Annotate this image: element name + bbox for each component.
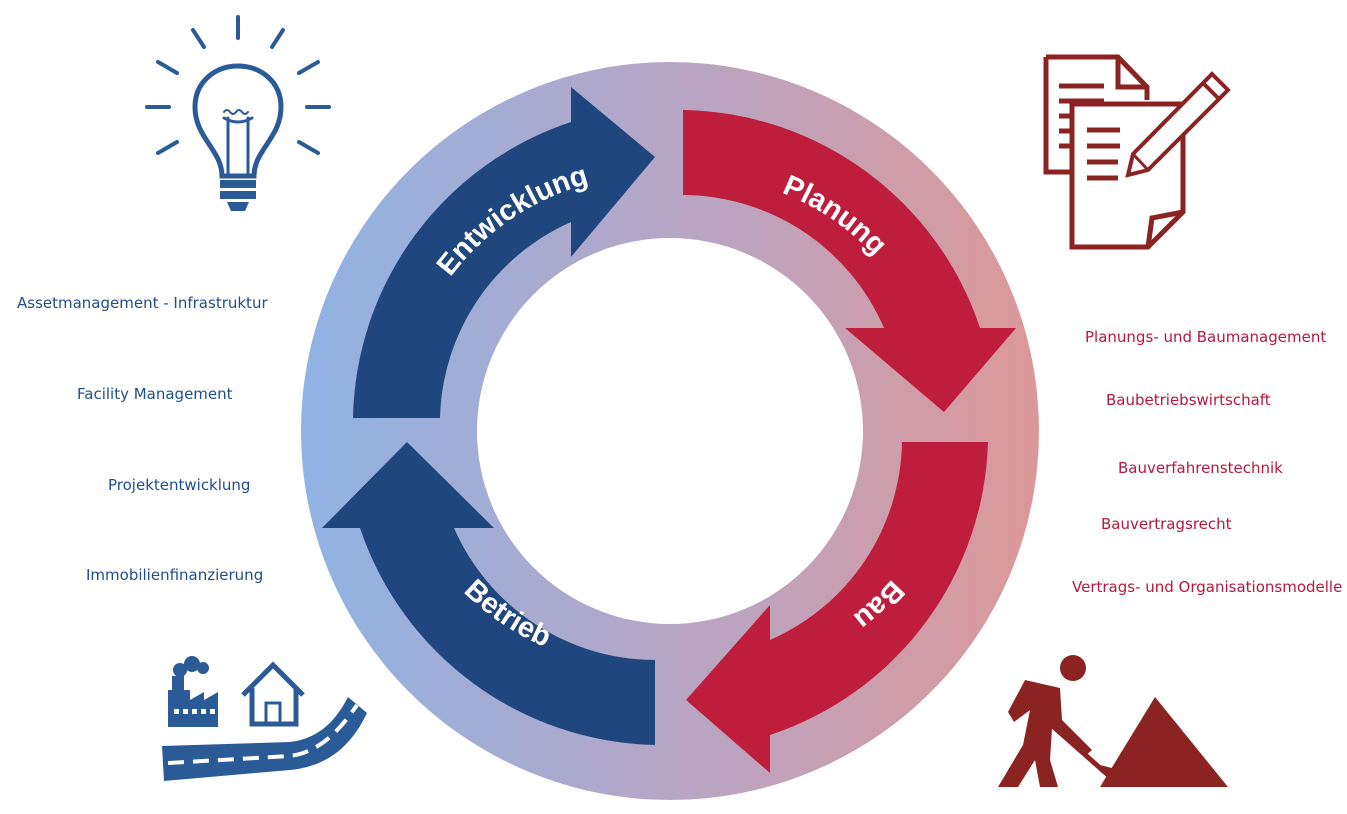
left-topic-immobilienfinanzierung: Immobilienfinanzierung <box>86 566 264 584</box>
arrow-planung <box>683 110 1016 412</box>
arrow-betrieb <box>322 442 655 745</box>
documents-pen-icon <box>1043 54 1231 250</box>
right-topic-bauverfahrenstechnik: Bauverfahrenstechnik <box>1118 459 1283 477</box>
left-topic-assetmanagement: Assetmanagement - Infrastruktur <box>17 294 268 312</box>
arrow-entwicklung <box>353 87 655 418</box>
worker-shovel-icon <box>998 655 1228 787</box>
left-topic-facility-management: Facility Management <box>77 385 233 403</box>
arrow-bau <box>686 442 988 773</box>
factory-house-road-icon <box>162 656 367 781</box>
right-topic-vertrags-organisationsmodelle: Vertrags- und Organisationsmodelle <box>1072 578 1343 596</box>
right-topic-baubetriebswirtschaft: Baubetriebswirtschaft <box>1106 391 1271 409</box>
lightbulb-icon <box>145 15 331 211</box>
right-topic-planungs-baumanagement: Planungs- und Baumanagement <box>1085 328 1327 346</box>
right-topic-bauvertragsrecht: Bauvertragsrecht <box>1101 515 1232 533</box>
cycle-ring <box>301 62 1039 800</box>
left-topic-projektentwicklung: Projektentwicklung <box>108 476 251 494</box>
